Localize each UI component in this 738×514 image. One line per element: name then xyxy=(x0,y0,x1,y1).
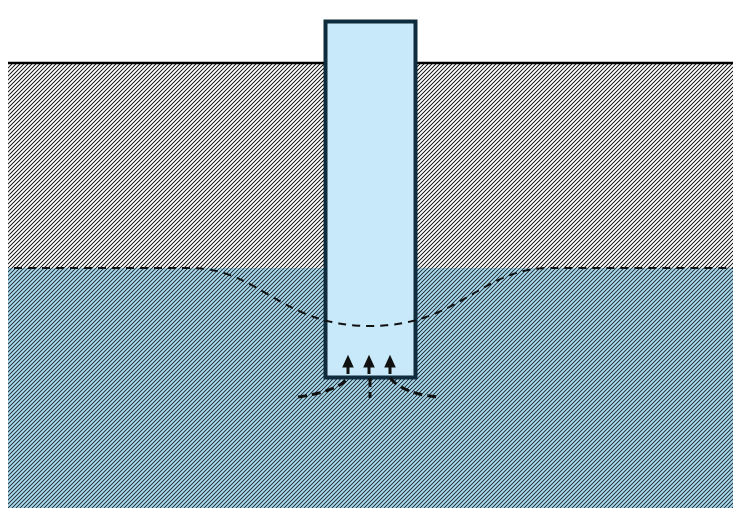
inflow-arrows xyxy=(342,354,396,374)
well-casing xyxy=(323,19,418,380)
arrow-up-icon xyxy=(384,354,396,374)
flow-lines xyxy=(297,376,441,399)
water-table xyxy=(14,267,733,328)
arrow-up-icon xyxy=(342,354,354,374)
arrow-up-icon xyxy=(363,354,375,374)
